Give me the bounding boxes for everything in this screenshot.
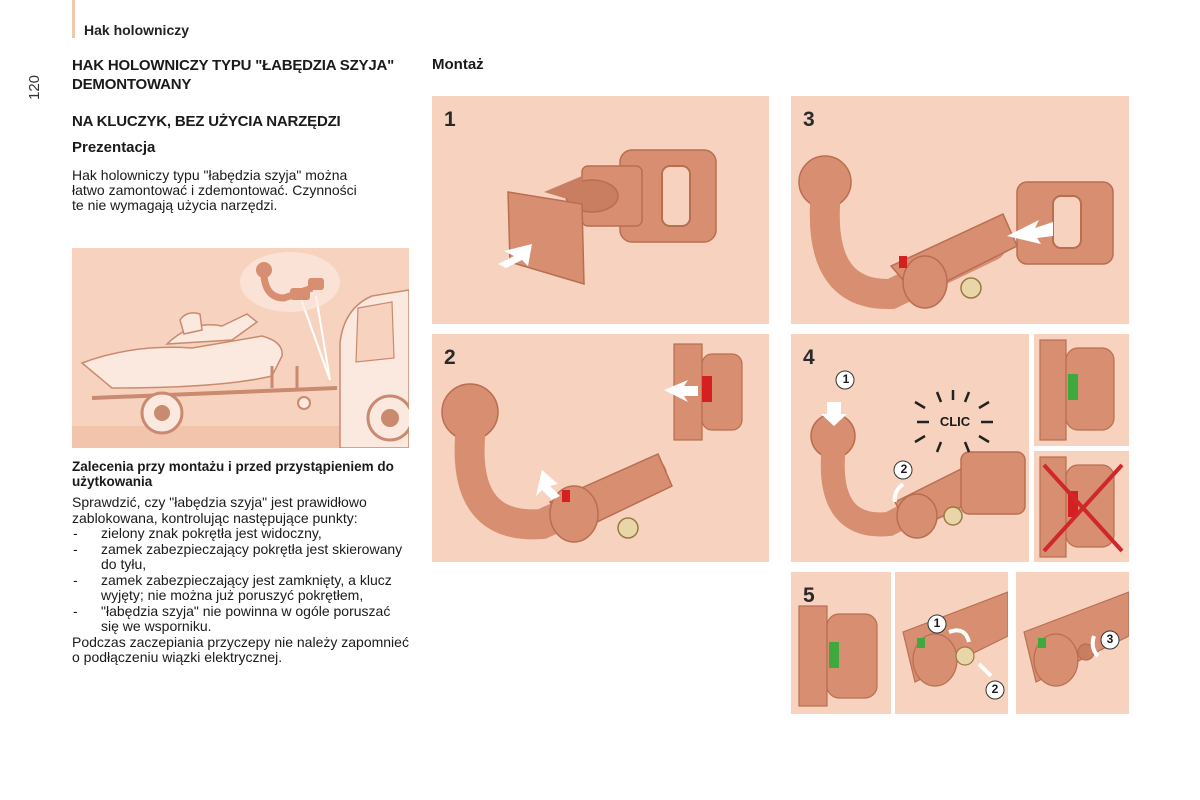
clic-label: CLIC [939, 414, 971, 429]
step-number: 1 [444, 108, 456, 131]
step-2-panel: 2 [432, 334, 769, 562]
trailer-illustration [72, 248, 409, 448]
closing-note: Podczas zaczepiania przyczepy nie należy… [72, 633, 409, 665]
callout-number: 2 [900, 462, 908, 476]
callout-number: 3 [1106, 632, 1114, 646]
step-number: 3 [803, 108, 815, 131]
checklist: zielony znak pokrętła jest widoczny, zam… [72, 525, 412, 635]
step-number: 5 [803, 584, 815, 607]
checklist-item: "łabędzia szyja" nie powinna w ogóle por… [72, 603, 412, 635]
step-4-detail-wrong [1034, 451, 1129, 562]
main-heading: HAK HOLOWNICZY TYPU "ŁABĘDZIA SZYJA" DEM… [72, 57, 395, 93]
callout-number: 2 [991, 682, 999, 696]
header-accent-bar [72, 0, 75, 38]
section-title-presentation: Prezentacja [72, 139, 156, 156]
step-5-key-turn-panel: 1 2 [895, 572, 1008, 714]
step-3-panel: 3 [791, 96, 1129, 324]
section-title-assembly: Montaż [432, 56, 484, 73]
step-5-panel: 5 [791, 572, 891, 714]
step-5-lock-panel: 3 [1016, 572, 1129, 714]
checklist-item: zielony znak pokrętła jest widoczny, [72, 525, 412, 542]
chapter-title: Hak holowniczy [84, 22, 190, 38]
checklist-item: zamek zabezpieczający jest zamknięty, a … [72, 572, 412, 604]
step-number: 4 [803, 346, 815, 369]
recommendations-body: Sprawdzić, czy "łabędzia szyja" jest pra… [72, 494, 412, 666]
callout-number: 1 [933, 616, 941, 630]
check-intro: Sprawdzić, czy "łabędzia szyja" jest pra… [72, 494, 367, 526]
step-4-detail-ok [1034, 334, 1129, 446]
step-4-panel: 4 1 2 CLIC [791, 334, 1029, 562]
callout-number: 1 [842, 372, 850, 386]
checklist-item: zamek zabezpieczający pokrętła jest skie… [72, 541, 412, 573]
step-number: 2 [444, 346, 456, 369]
page-number: 120 [26, 74, 43, 100]
intro-paragraph: Hak holowniczy typu "łabędzia szyja" moż… [72, 167, 357, 213]
sub-heading: NA KLUCZYK, BEZ UŻYCIA NARZĘDZI [72, 113, 341, 130]
step-1-panel: 1 [432, 96, 769, 324]
recommendations-title: Zalecenia przy montażu i przed przystąpi… [72, 459, 394, 489]
